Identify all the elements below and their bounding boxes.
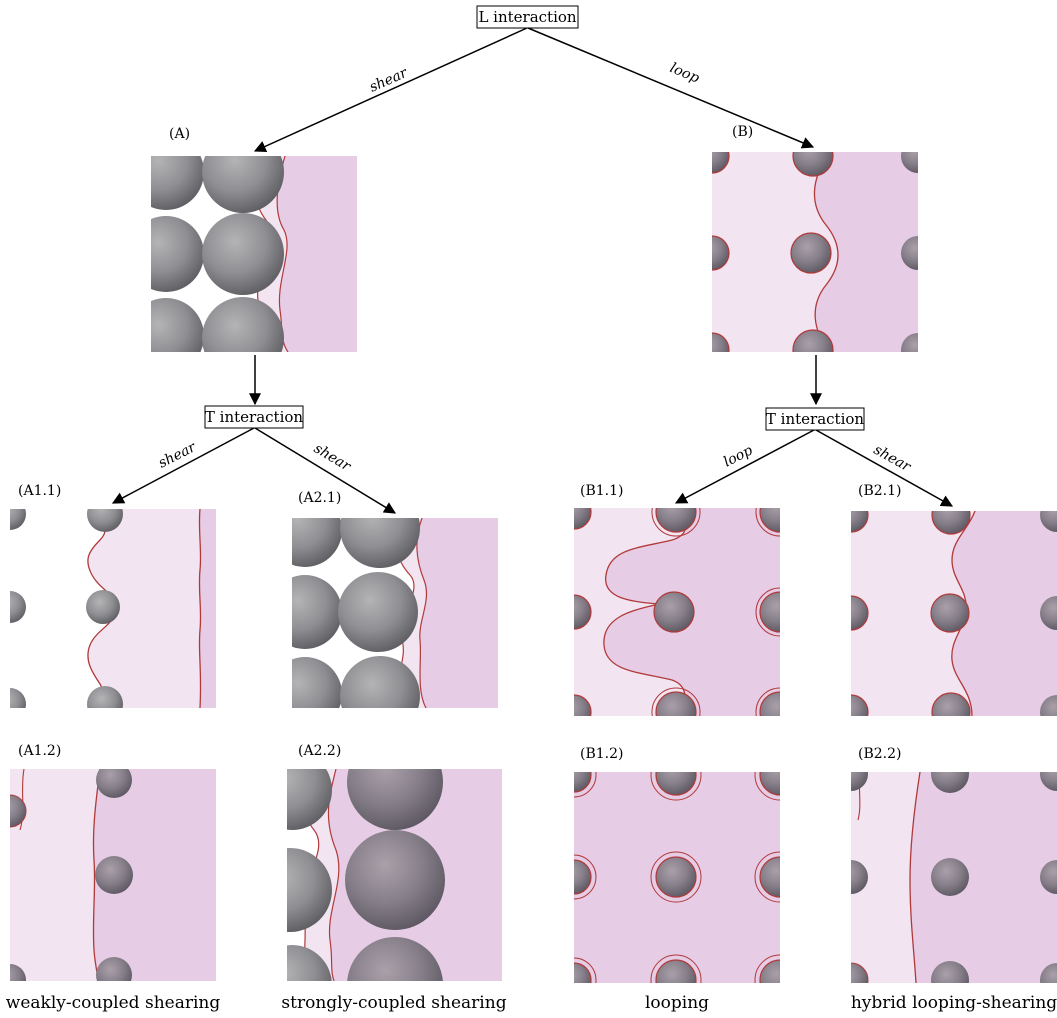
- panel-label-A21: (A2.1): [298, 490, 341, 506]
- edge-label-root-B: loop: [667, 60, 701, 87]
- panel-B22: [851, 772, 1057, 983]
- edge-label-A-A2: shear: [311, 441, 354, 476]
- t-node-right-label: T interaction: [766, 410, 865, 428]
- edge-root-to-B: [527, 27, 815, 149]
- caption-strongly-coupled-shearing: strongly-coupled shearing: [281, 993, 506, 1013]
- edge-root-to-A: [253, 27, 528, 153]
- root-node: L interaction: [476, 5, 579, 29]
- panel-label-B22: (B2.2): [858, 746, 901, 762]
- edge-label-A-A1: shear: [156, 439, 200, 472]
- caption-weakly-coupled-shearing: weakly-coupled shearing: [6, 993, 221, 1013]
- panel-B12: [574, 772, 780, 983]
- panel-A: [151, 156, 357, 352]
- panel-B21: [851, 511, 1057, 716]
- edge-label-B-B1: loop: [721, 442, 755, 470]
- panel-A11: [10, 509, 216, 708]
- root-node-label: L interaction: [478, 8, 576, 26]
- panel-label-B12: (B1.2): [580, 746, 623, 762]
- panel-label-A: (A): [169, 126, 190, 142]
- caption-hybrid-looping-shearing: hybrid looping-shearing: [851, 993, 1057, 1013]
- panel-B11: [574, 508, 780, 716]
- panel-label-B: (B): [732, 124, 753, 140]
- panel-A22: [287, 769, 502, 981]
- panel-label-B11: (B1.1): [580, 483, 623, 499]
- panel-label-A11: (A1.1): [18, 483, 61, 499]
- panel-label-A12: (A1.2): [18, 743, 61, 759]
- panel-B: [712, 152, 918, 352]
- edge-t-left-to-A21: [254, 427, 397, 514]
- panel-label-B21: (B2.1): [858, 483, 901, 499]
- panel-label-A22: (A2.2): [298, 743, 341, 759]
- panel-A12: [10, 769, 216, 981]
- t-node-right: T interaction: [765, 407, 865, 431]
- panel-A21: [292, 518, 498, 708]
- t-node-left-label: T interaction: [205, 408, 304, 426]
- edge-label-B-B2: shear: [871, 442, 914, 476]
- t-node-left: T interaction: [204, 405, 304, 429]
- edge-t-right-to-B21: [815, 429, 954, 507]
- edge-t-right-to-B11: [674, 429, 815, 504]
- edge-t-left-to-A11: [111, 427, 255, 504]
- caption-looping: looping: [645, 993, 709, 1013]
